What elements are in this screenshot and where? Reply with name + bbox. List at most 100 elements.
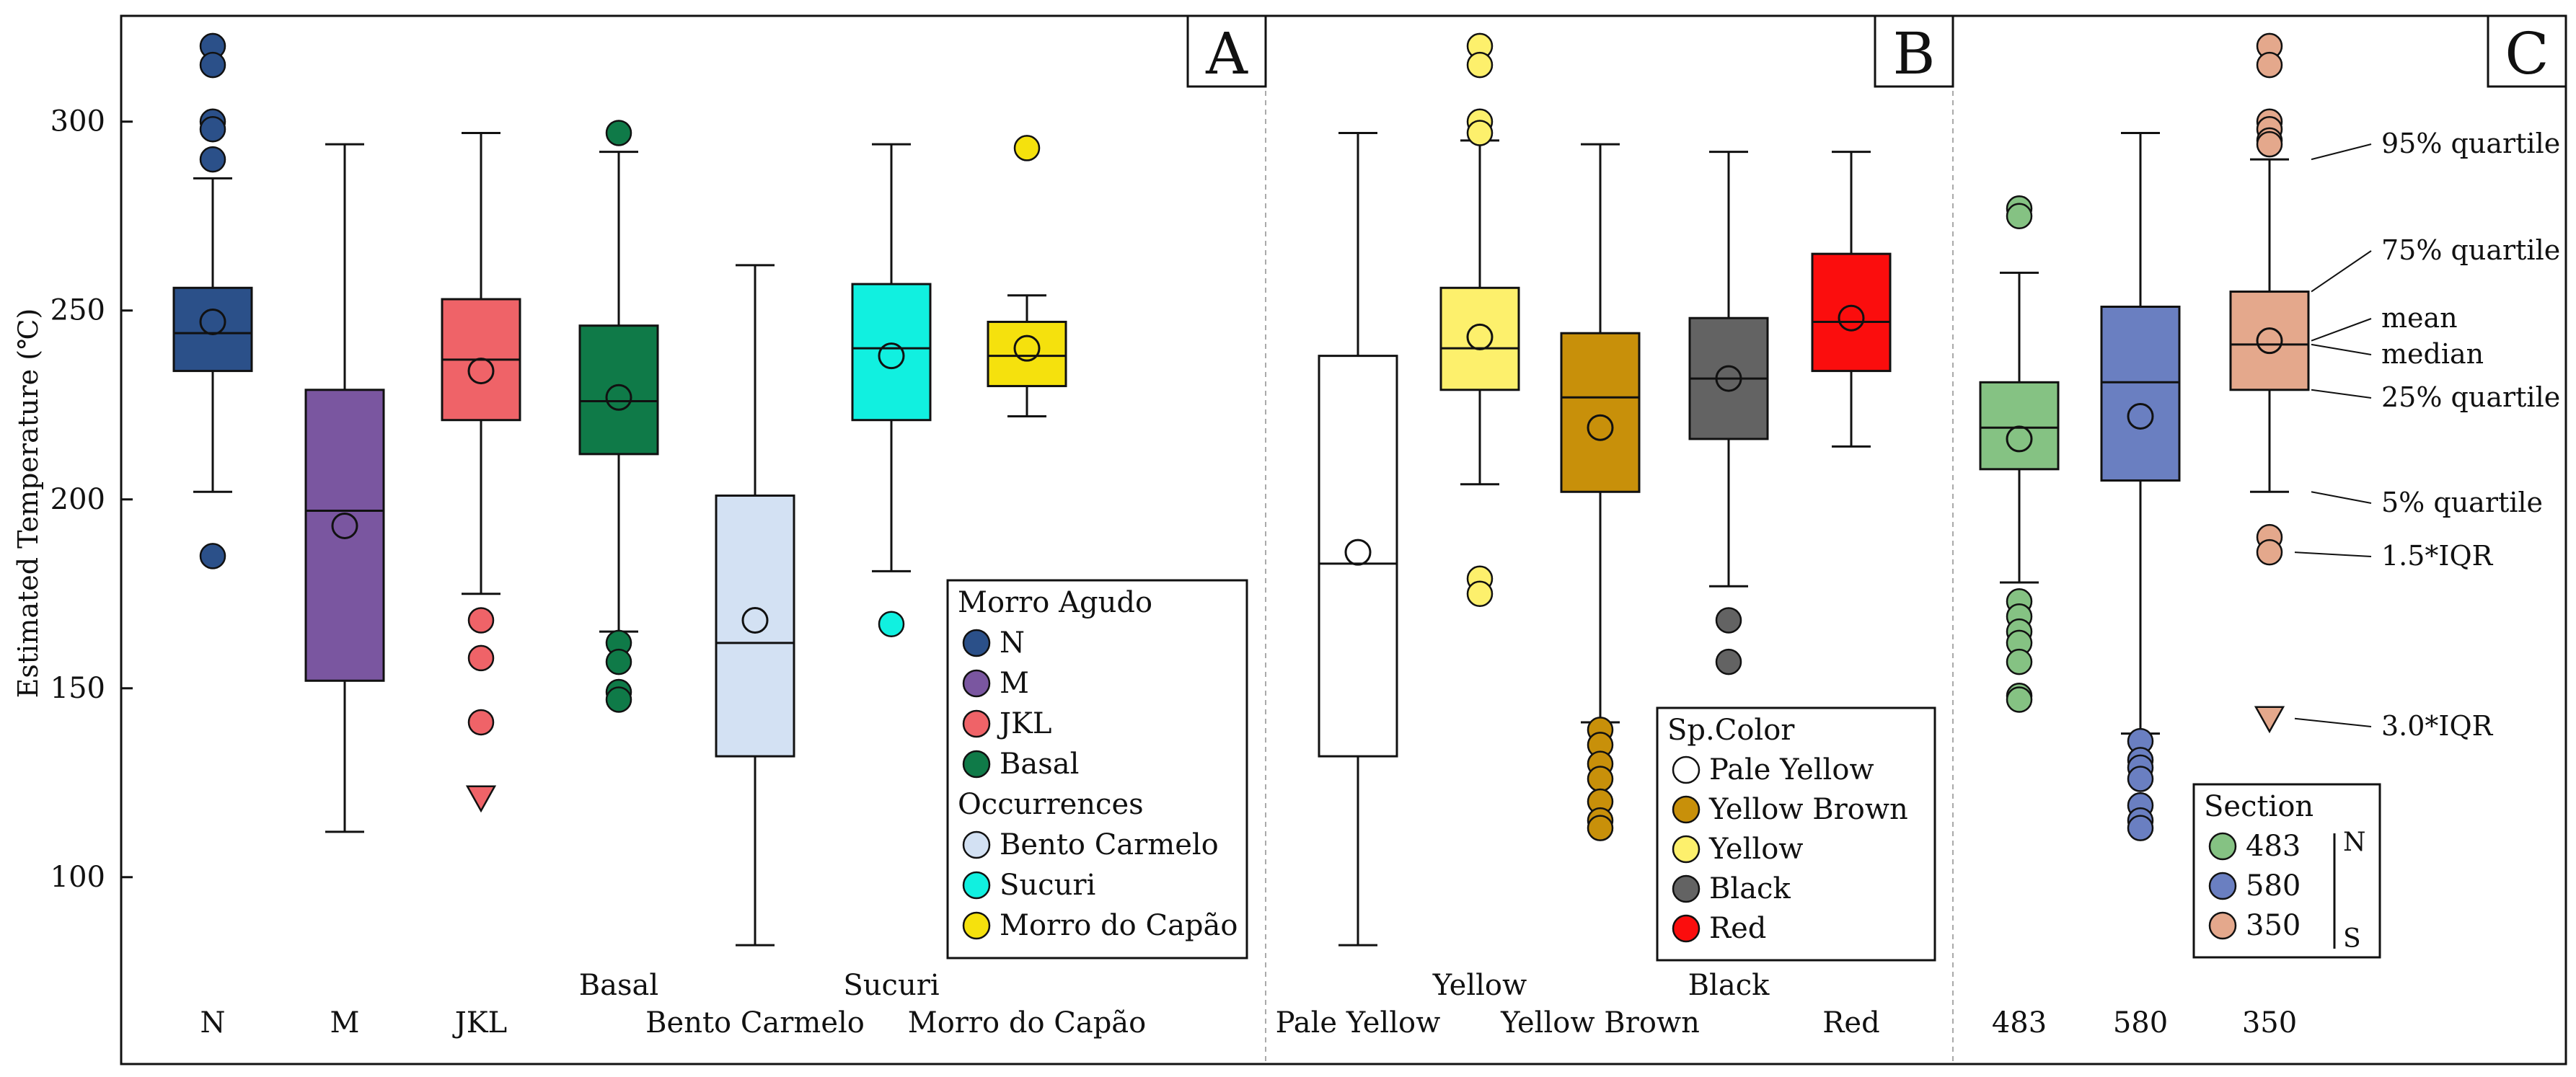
annotation-label: 95% quartile: [2381, 128, 2560, 159]
legend-marker: [1672, 795, 1701, 824]
annotation-label: median: [2381, 338, 2484, 370]
extreme-outlier-point: [465, 785, 497, 813]
outlier-point: [605, 120, 632, 146]
x-tick-label: Basal: [579, 969, 658, 1002]
iqr-box: [2100, 306, 2181, 482]
legend-item: Pale Yellow: [1709, 753, 1874, 786]
outlier-point: [1466, 51, 1494, 79]
annotation-leader: [2311, 389, 2372, 399]
legend-item: Yellow: [1708, 833, 1804, 866]
annotation-label: 25% quartile: [2381, 381, 2560, 413]
legend-item: Basal: [1000, 748, 1079, 781]
annotation-leader: [2311, 143, 2372, 161]
outlier-point: [605, 648, 632, 675]
x-tick-label: Black: [1688, 969, 1770, 1002]
outlier-point: [2256, 51, 2283, 79]
legend-item: JKL: [997, 707, 1051, 740]
legend-item: Red: [1709, 912, 1766, 945]
x-tick-label: N: [200, 1006, 226, 1040]
x-tick-label: 350: [2242, 1006, 2297, 1040]
legend-marker: [2208, 911, 2237, 940]
iqr-box: [1811, 252, 1892, 373]
legend-item: 580: [2246, 869, 2301, 903]
box-basal: [578, 120, 659, 713]
legend-item: Black: [1709, 872, 1791, 905]
iqr-box: [1439, 286, 1520, 391]
legend-title: Sp.Color: [1667, 714, 1795, 747]
annotation-label: 3.0*IQR: [2381, 710, 2494, 742]
x-tick-label: Bento Carmelo: [645, 1006, 865, 1040]
y-tick-label: 300: [50, 105, 105, 138]
outlier-point: [2256, 538, 2283, 566]
mean-marker: [467, 358, 495, 385]
x-tick-label: Sucuri: [843, 969, 939, 1002]
panel-letter-box: [1186, 14, 1267, 88]
panel-letter-box: [2487, 14, 2567, 88]
box-580: [2100, 131, 2181, 841]
outlier-point: [199, 146, 226, 173]
legend-item: Sucuri: [1000, 869, 1095, 902]
annotation-leader: [2294, 717, 2372, 727]
box-sucuri: [851, 143, 932, 637]
mean-marker: [1344, 538, 1372, 566]
outlier-point: [878, 611, 905, 637]
outlier-point: [605, 686, 632, 713]
x-tick-label: M: [330, 1006, 360, 1040]
box-m: [304, 143, 385, 833]
mean-marker: [605, 384, 632, 411]
legend-title: Occurrences: [958, 788, 1144, 821]
outlier-point: [1587, 815, 1614, 841]
x-tick-label: Red: [1822, 1006, 1879, 1040]
legend-marker: [962, 750, 991, 779]
legend-marker: [1672, 835, 1701, 864]
box-n: [172, 32, 253, 569]
extreme-outlier-point: [2254, 706, 2285, 734]
plot-frame: [120, 14, 2567, 1065]
mean-marker: [2006, 425, 2033, 453]
outlier-point: [1466, 580, 1494, 608]
mean-marker: [331, 512, 358, 539]
outlier-point: [2006, 648, 2033, 675]
outlier-point: [1013, 135, 1041, 161]
mean-marker: [199, 308, 226, 335]
box-350: [2229, 32, 2310, 734]
legend-item: N: [1000, 626, 1025, 660]
panel-letter: A: [1205, 20, 1248, 87]
legend-marker: [1672, 914, 1701, 943]
outlier-point: [199, 51, 226, 79]
legend-marker: [962, 830, 991, 859]
x-tick-label: 483: [1992, 1006, 2047, 1040]
x-tick-label: JKL: [452, 1006, 507, 1040]
x-tick-label: Pale Yellow: [1276, 1006, 1441, 1040]
legend-box: [1656, 706, 1936, 962]
legend-title: Section: [2204, 790, 2313, 823]
mean-marker: [1838, 304, 1865, 332]
legend-marker: [2208, 872, 2237, 900]
box-pale-yellow: [1318, 131, 1398, 947]
annotation-leader: [2294, 551, 2372, 557]
legend-side-label: N: [2343, 828, 2366, 857]
box-483: [1979, 195, 2060, 713]
x-tick-label: 580: [2113, 1006, 2168, 1040]
legend-marker: [962, 709, 991, 738]
iqr-box: [1318, 355, 1398, 758]
iqr-box: [172, 286, 253, 373]
box-black: [1688, 151, 1769, 675]
panel-letter: B: [1893, 20, 1936, 87]
y-tick-label: 150: [50, 672, 105, 705]
outlier-point: [1466, 120, 1494, 146]
legend-item: 483: [2246, 830, 2301, 863]
legend-box: [946, 579, 1248, 959]
box-morro-do-cap-o: [987, 135, 1067, 417]
outlier-point: [2006, 203, 2033, 229]
outlier-point: [2127, 766, 2154, 792]
iqr-box: [1560, 332, 1641, 493]
mean-marker: [1587, 414, 1614, 441]
x-tick-label: Yellow: [1432, 969, 1527, 1002]
mean-marker: [2256, 327, 2283, 355]
